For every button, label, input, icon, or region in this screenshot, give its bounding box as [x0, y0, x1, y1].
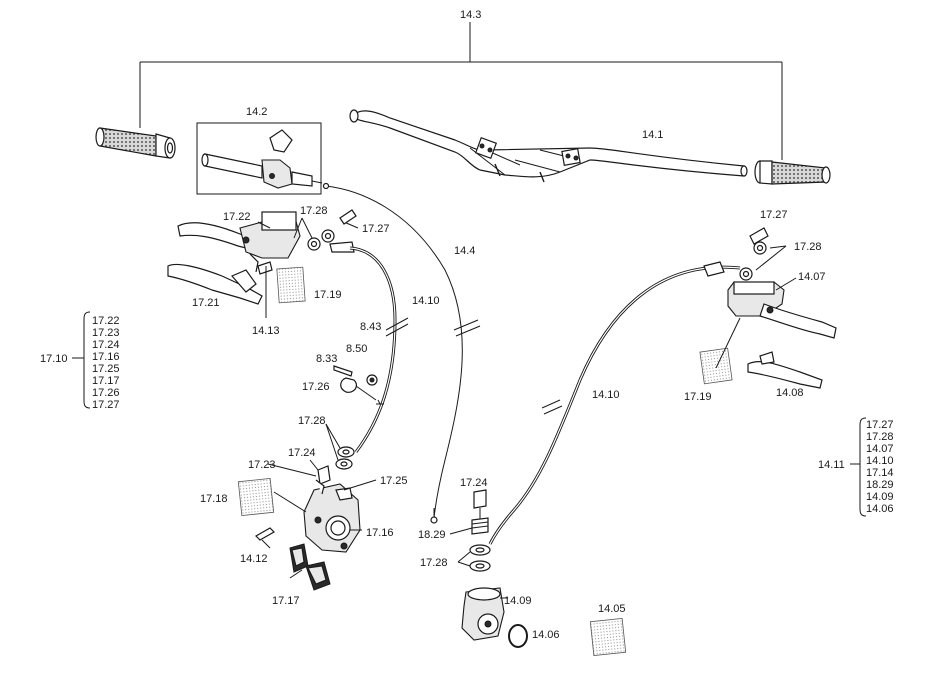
label-14-09: 14.09: [504, 595, 532, 607]
group-17-10-item: 17.16: [92, 351, 120, 363]
left-grip: [95, 127, 176, 159]
group-17-10-item: 17.26: [92, 387, 120, 399]
label-18-29: 18.29: [418, 529, 446, 541]
left-banjo-bolt: [307, 209, 357, 253]
label-14-06: 14.06: [532, 629, 560, 641]
label-14-05: 14.05: [598, 603, 626, 615]
throttle-assembly-box: [196, 122, 323, 195]
left-caliper-washers: [325, 423, 355, 470]
label-17-27-a: 17.27: [362, 223, 390, 235]
label-17-25: 17.25: [380, 475, 408, 487]
group-list-14-11: 14.11 17.27 17.28 14.07 14.10 17.14 18.2…: [818, 417, 894, 517]
label-17-27-b: 17.27: [760, 209, 788, 221]
label-14-12: 14.12: [240, 553, 268, 565]
label-14-08: 14.08: [776, 387, 804, 399]
label-17-17: 17.17: [272, 595, 300, 607]
label-17-21: 17.21: [192, 297, 220, 309]
right-brake-master-cylinder: [699, 227, 837, 389]
label-17-28-b: 17.28: [298, 415, 326, 427]
label-17-28-d: 17.28: [420, 557, 448, 569]
right-caliper: [457, 489, 627, 657]
label-17-22: 17.22: [223, 211, 251, 223]
group-17-10-item: 17.23: [92, 327, 120, 339]
label-14-10-b: 14.10: [592, 389, 620, 401]
label-14-10-a: 14.10: [412, 295, 440, 307]
label-17-23: 17.23: [248, 459, 276, 471]
group-14-11-item: 18.29: [866, 479, 894, 491]
label-14-4: 14.4: [454, 245, 475, 257]
label-17-16: 17.16: [366, 527, 394, 539]
label-17-19-b: 17.19: [684, 391, 712, 403]
label-17-24-a: 17.24: [288, 447, 316, 459]
group-17-10-item: 17.27: [92, 399, 120, 411]
label-14-1: 14.1: [642, 129, 663, 141]
group-17-10-title: 17.10: [40, 353, 68, 365]
throttle-cable: [322, 182, 481, 524]
group-14-11-item: 14.06: [866, 503, 894, 515]
label-17-28-c: 17.28: [794, 241, 822, 253]
left-brake-master-cylinder: [167, 211, 306, 305]
group-14-11-title: 14.11: [818, 459, 845, 471]
grips-bracket: [139, 22, 783, 160]
label-8-43: 8.43: [360, 321, 381, 333]
group-14-11-item: 14.07: [866, 443, 894, 455]
label-14-3: 14.3: [460, 9, 481, 21]
group-17-10-item: 17.17: [92, 375, 120, 387]
group-14-11-item: 17.14: [866, 467, 894, 479]
label-17-28-a: 17.28: [300, 205, 328, 217]
left-brake-hose: [349, 246, 409, 453]
part-labels: 14.3 14.2 14.1 14.4 17.28 17.27 17.22 17…: [192, 9, 826, 641]
group-14-11-item: 17.28: [866, 431, 894, 443]
label-17-19-a: 17.19: [314, 289, 342, 301]
group-14-11-item: 17.27: [866, 419, 894, 431]
label-8-33: 8.33: [316, 353, 337, 365]
group-17-10-item: 17.22: [92, 315, 120, 327]
right-grip: [754, 160, 831, 185]
right-brake-hose: [488, 261, 741, 545]
left-brake-caliper: [237, 459, 377, 591]
label-14-07: 14.07: [798, 271, 826, 283]
group-17-10-item: 17.24: [92, 339, 120, 351]
label-8-50: 8.50: [346, 343, 367, 355]
label-17-26: 17.26: [302, 381, 330, 393]
label-17-24-b: 17.24: [460, 477, 488, 489]
group-14-11-item: 14.10: [866, 455, 894, 467]
label-17-18: 17.18: [200, 493, 228, 505]
group-17-10-item: 17.25: [92, 363, 120, 375]
label-14-13: 14.13: [252, 325, 280, 337]
hose-clamp-parts: [333, 365, 381, 405]
group-list-17-10: 17.10 17.22 17.23 17.24 17.16 17.25 17.1…: [40, 311, 120, 411]
handlebar: [349, 109, 748, 183]
group-14-11-item: 14.09: [866, 491, 894, 503]
label-14-2: 14.2: [246, 106, 267, 118]
